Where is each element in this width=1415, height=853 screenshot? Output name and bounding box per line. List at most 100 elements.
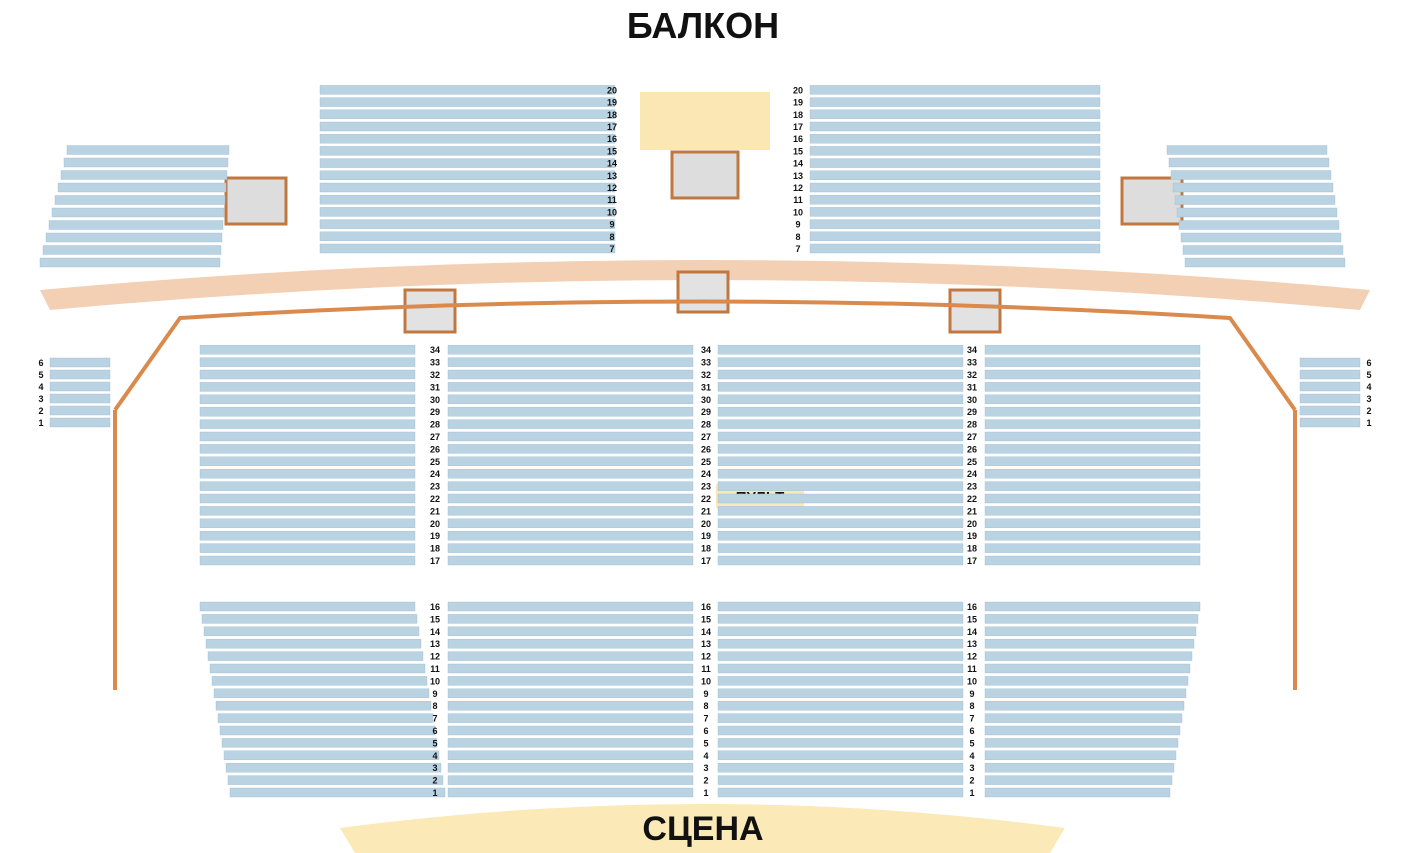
balcony-seat-row-right[interactable] xyxy=(809,146,1101,156)
balcony-seat-row-left[interactable] xyxy=(319,121,616,132)
balcony-wing-left[interactable] xyxy=(42,245,222,255)
side-right-row[interactable] xyxy=(1299,417,1361,428)
seat-row-side-right[interactable] xyxy=(984,651,1193,661)
balcony-wing-right[interactable] xyxy=(1166,145,1328,155)
balcony-wing-right[interactable] xyxy=(1168,157,1330,168)
seat-row-center-left[interactable] xyxy=(447,407,694,417)
seat-row-center-left[interactable] xyxy=(447,531,694,541)
seat-row-side-left[interactable] xyxy=(213,688,430,698)
balcony-seat-row-left[interactable] xyxy=(319,243,616,254)
seat-row-center-right[interactable] xyxy=(717,555,964,566)
seat-row-center-left[interactable] xyxy=(447,493,694,504)
seat-row-side-right[interactable] xyxy=(984,614,1199,624)
seat-row-side-left[interactable] xyxy=(199,382,416,392)
balcony-wing-right[interactable] xyxy=(1176,207,1338,218)
seat-row-side-left[interactable] xyxy=(199,407,416,417)
balcony-seat-row-left[interactable] xyxy=(319,182,616,193)
balcony-seat-row-left[interactable] xyxy=(319,158,616,168)
seat-row-side-left[interactable] xyxy=(215,701,432,711)
seat-row-center-left[interactable] xyxy=(447,357,694,367)
balcony-seat-row-left[interactable] xyxy=(319,109,616,120)
balcony-wing-left[interactable] xyxy=(60,170,228,180)
side-left-row[interactable] xyxy=(49,405,111,416)
balcony-seat-row-left[interactable] xyxy=(319,231,616,242)
seat-row-side-left[interactable] xyxy=(221,738,438,748)
seat-row-side-right[interactable] xyxy=(984,431,1201,442)
seat-row-center-right[interactable] xyxy=(717,787,964,798)
seat-row-side-left[interactable] xyxy=(217,713,434,723)
balcony-seat-row-right[interactable] xyxy=(809,170,1101,181)
seat-row-side-right[interactable] xyxy=(984,345,1201,355)
seat-row-side-right[interactable] xyxy=(984,506,1201,516)
side-right-row[interactable] xyxy=(1299,357,1361,368)
seat-row-center-left[interactable] xyxy=(447,750,694,760)
seat-row-center-left[interactable] xyxy=(447,444,694,454)
seat-row-center-left[interactable] xyxy=(447,369,694,380)
seat-row-center-right[interactable] xyxy=(717,639,964,649)
side-left-row[interactable] xyxy=(49,393,111,404)
seat-row-side-right[interactable] xyxy=(984,701,1185,711)
seat-row-center-left[interactable] xyxy=(447,345,694,355)
seat-row-center-right[interactable] xyxy=(717,626,964,636)
seat-row-side-right[interactable] xyxy=(984,787,1171,798)
side-left-row[interactable] xyxy=(49,381,111,392)
seat-row-center-left[interactable] xyxy=(447,626,694,636)
seat-row-center-left[interactable] xyxy=(447,555,694,566)
balcony-seat-row-right[interactable] xyxy=(809,85,1101,95)
seat-row-center-right[interactable] xyxy=(717,763,964,773)
seat-row-side-right[interactable] xyxy=(984,407,1201,417)
seat-row-side-right[interactable] xyxy=(984,555,1201,566)
balcony-seat-row-left[interactable] xyxy=(319,207,616,217)
seat-row-center-left[interactable] xyxy=(447,469,694,479)
seat-row-side-right[interactable] xyxy=(984,763,1175,773)
seat-row-center-left[interactable] xyxy=(447,601,694,612)
seat-row-side-left[interactable] xyxy=(199,456,416,466)
seat-row-side-left[interactable] xyxy=(201,614,418,624)
seat-row-center-left[interactable] xyxy=(447,382,694,392)
seat-row-side-right[interactable] xyxy=(984,713,1183,723)
seat-row-side-right[interactable] xyxy=(984,775,1173,785)
side-right-row[interactable] xyxy=(1299,381,1361,392)
balcony-seat-row-right[interactable] xyxy=(809,182,1101,193)
seat-row-center-right[interactable] xyxy=(717,601,964,612)
balcony-seat-row-right[interactable] xyxy=(809,207,1101,217)
seat-row-side-left[interactable] xyxy=(203,626,420,636)
seat-row-center-left[interactable] xyxy=(447,639,694,649)
seat-row-center-right[interactable] xyxy=(717,614,964,624)
seat-row-side-left[interactable] xyxy=(199,531,416,541)
seat-row-side-right[interactable] xyxy=(984,663,1191,674)
seat-row-center-right[interactable] xyxy=(717,531,964,541)
seat-row-center-right[interactable] xyxy=(717,493,964,504)
seat-row-center-right[interactable] xyxy=(717,419,964,429)
seat-row-side-left[interactable] xyxy=(207,651,424,661)
seat-row-side-right[interactable] xyxy=(984,518,1201,528)
balcony-seat-row-right[interactable] xyxy=(809,97,1101,107)
seat-row-center-right[interactable] xyxy=(717,407,964,417)
side-left-row[interactable] xyxy=(49,357,111,368)
side-right-row[interactable] xyxy=(1299,369,1361,380)
side-right-row[interactable] xyxy=(1299,405,1361,416)
seat-row-center-right[interactable] xyxy=(717,382,964,392)
balcony-seat-row-left[interactable] xyxy=(319,85,616,95)
seat-row-side-left[interactable] xyxy=(209,663,426,674)
seat-row-center-left[interactable] xyxy=(447,676,694,686)
seat-row-center-left[interactable] xyxy=(447,394,694,404)
seat-row-side-right[interactable] xyxy=(984,357,1201,367)
seat-row-side-right[interactable] xyxy=(984,456,1201,466)
seat-row-center-right[interactable] xyxy=(717,369,964,380)
seat-row-side-right[interactable] xyxy=(984,531,1201,541)
seat-row-side-left[interactable] xyxy=(199,419,416,429)
seat-row-center-right[interactable] xyxy=(717,444,964,454)
seat-row-side-left[interactable] xyxy=(229,787,446,798)
seat-row-side-left[interactable] xyxy=(225,763,442,773)
seat-row-center-left[interactable] xyxy=(447,651,694,661)
side-left-row[interactable] xyxy=(49,417,111,428)
balcony-wing-left[interactable] xyxy=(66,145,230,155)
seat-row-side-right[interactable] xyxy=(984,626,1197,636)
seat-row-center-left[interactable] xyxy=(447,518,694,528)
seat-row-center-right[interactable] xyxy=(717,676,964,686)
seat-row-center-left[interactable] xyxy=(447,701,694,711)
seat-row-center-right[interactable] xyxy=(717,663,964,674)
balcony-wing-left[interactable] xyxy=(63,157,229,168)
seat-row-side-left[interactable] xyxy=(211,676,428,686)
